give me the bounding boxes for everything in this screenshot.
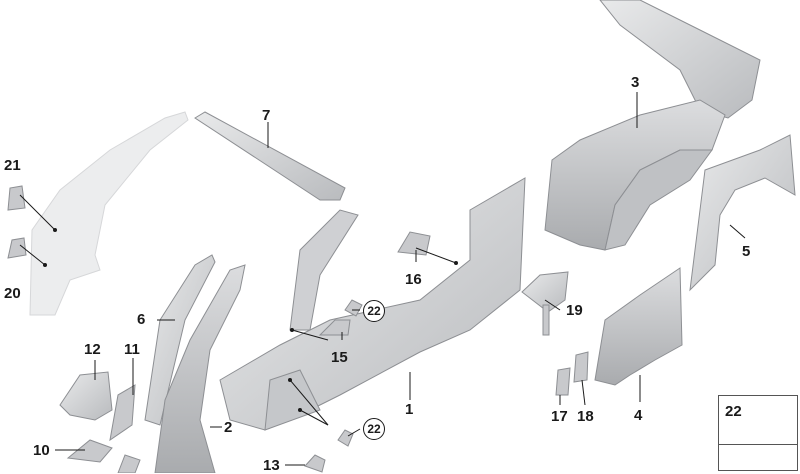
callout-10: 10 [33, 442, 50, 459]
leader-lines [19, 92, 746, 466]
part-13 [304, 454, 326, 473]
legend-divider [719, 444, 797, 445]
part-10 [66, 439, 113, 463]
part-16 [397, 231, 431, 256]
callout-2: 2 [224, 419, 233, 436]
part-4 [594, 267, 683, 386]
part-18 [573, 351, 589, 383]
part-12 [59, 371, 113, 421]
callout-17: 17 [551, 408, 568, 425]
callout-16: 16 [405, 271, 422, 288]
callout-20: 20 [4, 285, 21, 302]
fastener-legend-box: 22 [718, 395, 798, 471]
callout-21: 21 [4, 157, 21, 174]
part-20 [7, 237, 27, 259]
callout-22-upper: 22 [363, 300, 385, 322]
callout-3: 3 [631, 74, 640, 91]
callout-5: 5 [742, 243, 751, 260]
callout-19: 19 [566, 302, 583, 319]
callout-6: 6 [137, 311, 146, 328]
ghost-pillar [29, 111, 189, 316]
callout-1: 1 [405, 401, 414, 418]
part-17 [555, 367, 571, 396]
part-3-upper-rail [599, 0, 761, 119]
part-21 [7, 185, 26, 211]
legend-number: 22 [725, 403, 742, 420]
callout-22-lower: 22 [363, 418, 385, 440]
callout-15: 15 [331, 349, 348, 366]
part-5 [689, 134, 796, 292]
callout-13: 13 [263, 457, 280, 474]
callout-11: 11 [124, 341, 140, 358]
part-15 [318, 319, 351, 336]
callout-12: 12 [84, 341, 101, 358]
part-2 [154, 264, 246, 473]
callout-7: 7 [262, 107, 271, 124]
callout-4: 4 [634, 407, 643, 424]
part-11 [109, 384, 136, 442]
callout-18: 18 [577, 408, 594, 425]
part-7-roof-rail [194, 111, 346, 201]
